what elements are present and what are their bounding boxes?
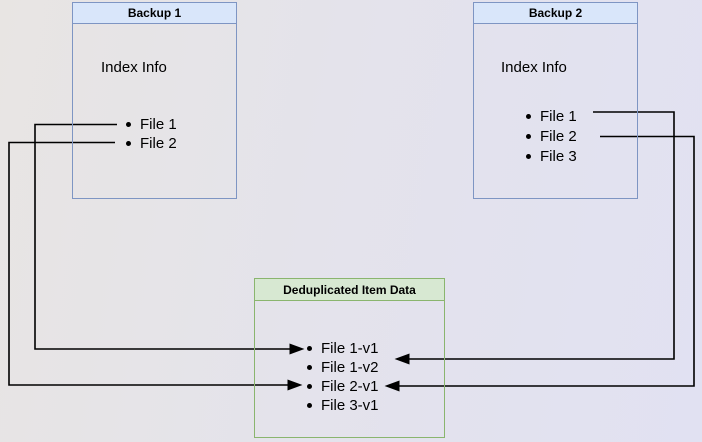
backup2-header: Backup 2 [474, 3, 637, 24]
backup1-title: Backup 1 [127, 6, 182, 20]
backup2-file-item: File 2 [526, 126, 577, 146]
backup2-file-item: File 3 [526, 146, 577, 166]
bullet-icon [526, 133, 531, 139]
dedup-title: Deduplicated Item Data [283, 282, 416, 297]
backup2-file3-label: File 3 [540, 147, 577, 165]
dedup-file2-v1-label: File 2-v1 [321, 378, 379, 395]
backup1-file-list: File 1 File 2 [126, 115, 177, 153]
dedup-header: Deduplicated Item Data [255, 279, 444, 301]
backup1-file-item: File 2 [126, 134, 177, 153]
backup2-file-item: File 1 [526, 106, 577, 126]
bullet-icon [126, 122, 131, 127]
dedup-item: File 3-v1 [307, 396, 379, 415]
bullet-icon [307, 365, 312, 370]
backup1-file2-label: File 2 [140, 135, 177, 152]
dedup-item-list: File 1-v1 File 1-v2 File 2-v1 File 3-v1 [307, 339, 379, 415]
backup2-index-info-label: Index Info [501, 59, 567, 76]
bullet-icon [307, 384, 312, 389]
backup1-file1-label: File 1 [140, 116, 177, 133]
bullet-icon [526, 153, 531, 159]
backup1-box: Backup 1 Index Info File 1 File 2 [72, 2, 237, 199]
backup1-header: Backup 1 [73, 3, 236, 24]
dedup-file1-v1-label: File 1-v1 [321, 340, 379, 357]
backup1-file-item: File 1 [126, 115, 177, 134]
bullet-icon [126, 141, 131, 146]
backup1-index-info-label: Index Info [101, 59, 167, 76]
backup2-file1-label: File 1 [540, 107, 577, 125]
backup2-box: Backup 2 Index Info File 1 File 2 File 3 [473, 2, 638, 199]
dedup-file3-v1-label: File 3-v1 [321, 397, 379, 414]
bullet-icon [526, 113, 531, 119]
dedup-item: File 1-v2 [307, 358, 379, 377]
dedup-item: File 1-v1 [307, 339, 379, 358]
backup2-title: Backup 2 [528, 6, 583, 20]
bullet-icon [307, 403, 312, 408]
dedup-item: File 2-v1 [307, 377, 379, 396]
backup2-file2-label: File 2 [540, 127, 577, 145]
bullet-icon [307, 346, 312, 351]
dedup-file1-v2-label: File 1-v2 [321, 359, 379, 376]
backup2-file-list: File 1 File 2 File 3 [526, 106, 577, 166]
dedup-box: Deduplicated Item Data File 1-v1 File 1-… [254, 278, 445, 438]
